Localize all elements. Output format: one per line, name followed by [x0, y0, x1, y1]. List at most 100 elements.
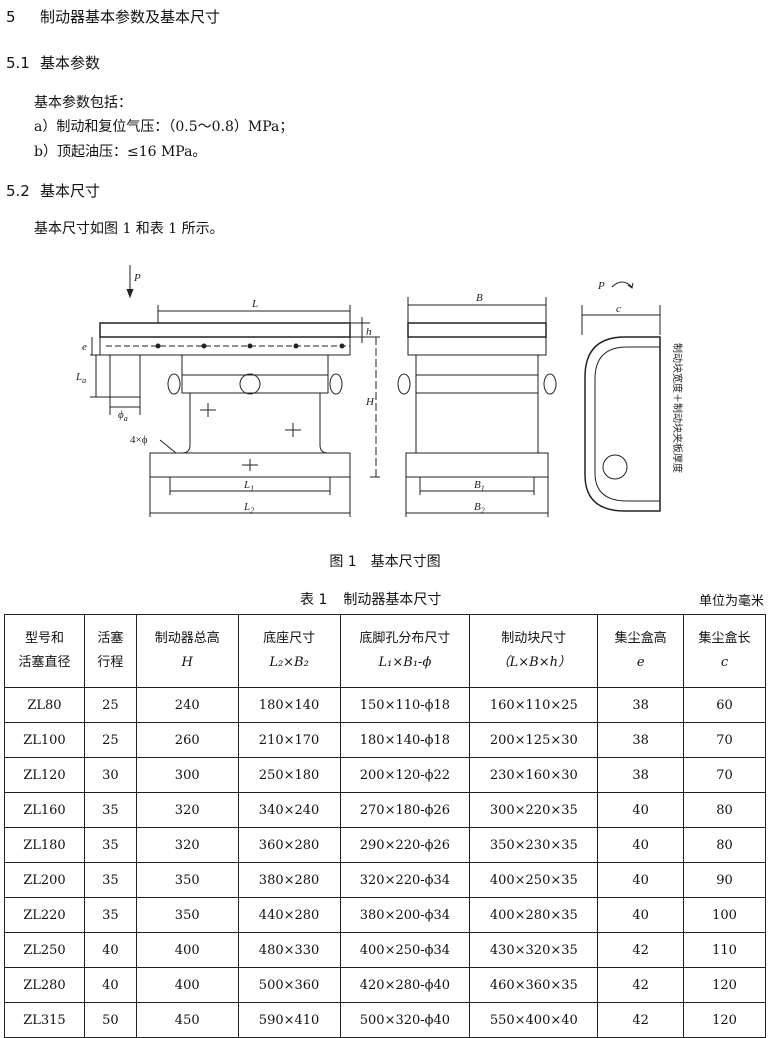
table-cell: ZL80	[4, 687, 85, 723]
table-cell: 80	[683, 792, 766, 828]
table-cell: 40	[83, 932, 137, 968]
label-P-rot: P	[597, 280, 605, 292]
table-cell: 430×320×35	[469, 932, 599, 968]
table-cell: 120	[683, 967, 766, 1003]
params-intro: 基本参数包括：	[34, 95, 132, 111]
table-unit: 单位为毫米	[698, 594, 764, 609]
table-cell: 230×160×30	[469, 757, 599, 793]
table-cell: 550×400×40	[469, 1002, 599, 1038]
table-cell: 350×230×35	[469, 827, 599, 863]
param-item-b: b）顶起油压：≤16 MPa。	[34, 144, 207, 160]
label-B2: B2	[474, 501, 485, 515]
table-cell: ZL100	[4, 722, 85, 758]
table-cell: 270×180-ϕ26	[339, 792, 471, 828]
table-cell: 260	[135, 722, 239, 758]
table-cell: 200×125×30	[469, 722, 599, 758]
table-cell: 40	[597, 792, 685, 828]
label-vertical: 制动块宽度＋制动块夹板厚度	[671, 343, 684, 473]
table-cell: 40	[83, 967, 137, 1003]
side-view: B B1 B2	[397, 292, 557, 517]
table-cell: 350	[135, 862, 239, 898]
table-cell: 25	[83, 687, 137, 723]
table-cell: 150×110-ϕ18	[339, 687, 471, 723]
table-cell: 42	[597, 932, 685, 968]
table-cell: 35	[83, 827, 137, 863]
table-cell: 38	[597, 687, 685, 723]
table-cell: 210×170	[237, 722, 341, 758]
label-L2: L2	[243, 501, 254, 515]
table-cell: 50	[83, 1002, 137, 1038]
table-cell: 420×280-ϕ40	[339, 967, 471, 1003]
table-cell: 110	[683, 932, 766, 968]
table-cell: ZL315	[4, 1002, 85, 1038]
table-cell: ZL120	[4, 757, 85, 793]
table-cell: 40	[597, 827, 685, 863]
header-block-size: 制动块尺寸（L×B×h）	[469, 614, 599, 688]
table-cell: 35	[83, 862, 137, 898]
table-cell: 360×280	[237, 827, 341, 863]
table-cell: ZL220	[4, 897, 85, 933]
table-cell: 90	[683, 862, 766, 898]
label-four-phi: 4×ϕ	[130, 434, 148, 446]
section-heading: 5 制动器基本参数及基本尺寸	[6, 6, 220, 27]
table-cell: 80	[683, 827, 766, 863]
table-cell: 400	[135, 967, 239, 1003]
table-cell: 30	[83, 757, 137, 793]
param-item-a: a）制动和复位气压：（0.5～0.8）MPa；	[34, 119, 294, 135]
table-cell: 400×250×35	[469, 862, 599, 898]
table-cell: 380×280	[237, 862, 341, 898]
table-cell: ZL200	[4, 862, 85, 898]
table-cell: ZL250	[4, 932, 85, 968]
table-cell: 320×220-ϕ34	[339, 862, 471, 898]
figure-caption-text: 基本尺寸图	[370, 554, 441, 570]
table-cell: 120	[683, 1002, 766, 1038]
label-L: L	[251, 298, 258, 310]
table-cell: ZL160	[4, 792, 85, 828]
table-cell: 38	[597, 722, 685, 758]
table-cell: 480×330	[237, 932, 341, 968]
label-B: B	[476, 292, 483, 304]
section-number: 5	[6, 8, 16, 26]
table-cell: 70	[683, 757, 766, 793]
table-cell: 460×360×35	[469, 967, 599, 1003]
table-cell: 40	[597, 862, 685, 898]
table-cell: 250×180	[237, 757, 341, 793]
label-h: h	[366, 326, 372, 338]
dimension-drawing: P L h e La ϕa 4×ϕ	[75, 265, 684, 517]
header-model: 型号和活塞直径	[4, 614, 85, 688]
label-B1: B1	[474, 479, 485, 493]
label-L1: L1	[243, 479, 254, 493]
table-cell: 320	[135, 827, 239, 863]
label-P: P	[133, 272, 141, 284]
table-cell: 500×320-ϕ40	[339, 1002, 471, 1038]
table-cell: 180×140	[237, 687, 341, 723]
table-cell: 25	[83, 722, 137, 758]
table-cell: 35	[83, 792, 137, 828]
table-cell: 60	[683, 687, 766, 723]
label-phia: ϕa	[118, 409, 128, 423]
table-cell: 38	[597, 757, 685, 793]
label-e: e	[82, 341, 87, 353]
table-caption-text: 制动器基本尺寸	[343, 592, 442, 608]
table-cell: 290×220-ϕ26	[339, 827, 471, 863]
table-cell: 500×360	[237, 967, 341, 1003]
dust-box-view: P c 制动块宽度＋制动块夹板厚度	[581, 280, 684, 512]
table-cell: 300	[135, 757, 239, 793]
table-cell: 240	[135, 687, 239, 723]
section-title: 制动器基本参数及基本尺寸	[40, 8, 221, 26]
label-La: La	[75, 371, 86, 385]
table-cell: 300×220×35	[469, 792, 599, 828]
label-H: H	[365, 396, 375, 408]
table-cell: ZL280	[4, 967, 85, 1003]
table-cell: 320	[135, 792, 239, 828]
